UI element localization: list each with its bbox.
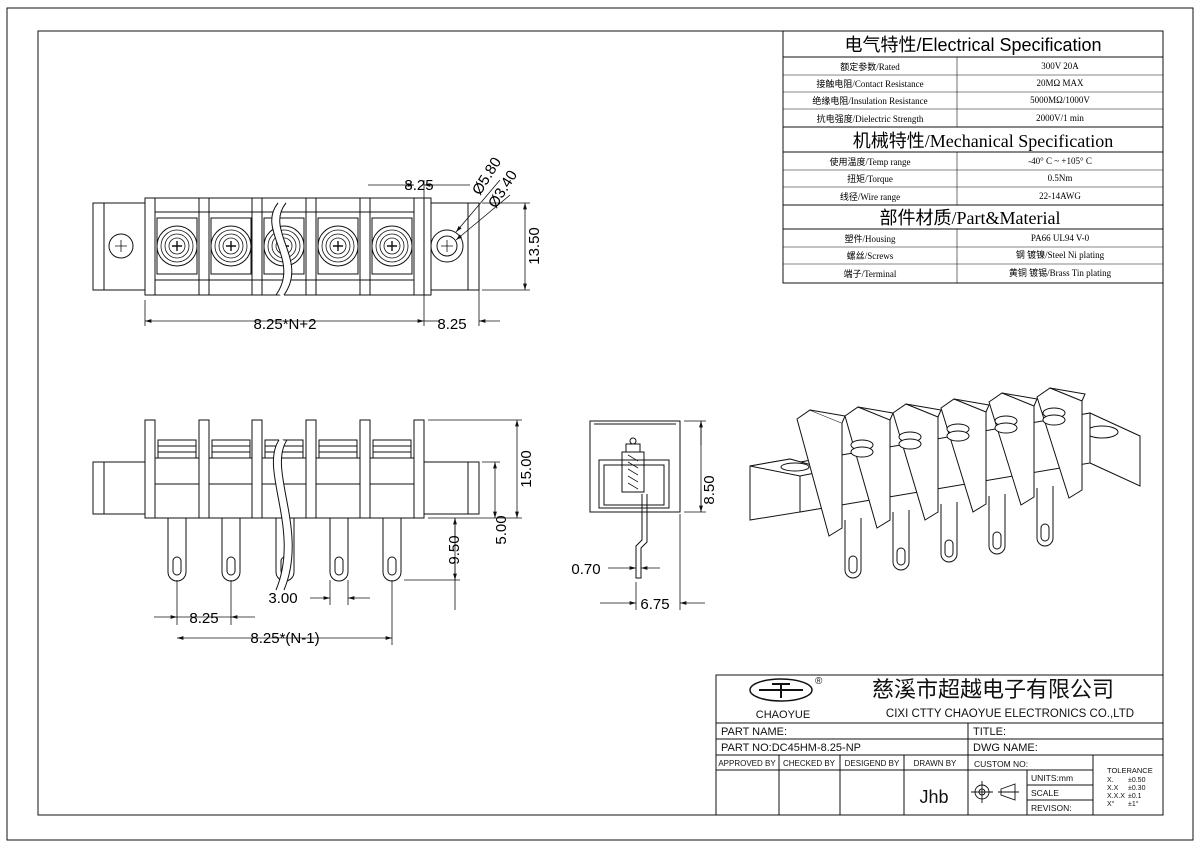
spec-value: 300V 20A xyxy=(1041,61,1079,71)
inner-border xyxy=(37,30,1164,816)
spec-label: 使用温度/Temp range xyxy=(829,156,910,167)
spec-value: 22-14AWG xyxy=(1039,191,1081,201)
units-label: UNITS:mm xyxy=(1031,773,1073,783)
dim-overall: 8.25*N+2 xyxy=(254,316,317,333)
scale-label: SCALE xyxy=(1031,788,1059,798)
approved-label: APPROVED BY xyxy=(718,759,776,768)
screw-icon xyxy=(317,225,359,267)
spec-label: 扭矩/Torque xyxy=(847,173,893,184)
dim-side-675: 6.75 xyxy=(640,596,669,613)
spec-label: 抗电强度/Dielectric Strength xyxy=(817,113,924,124)
dwg-name-label: DWG NAME: xyxy=(973,742,1038,754)
drawn-label: DRAWN BY xyxy=(914,759,957,768)
registered-mark: ® xyxy=(815,676,823,687)
outer-border xyxy=(6,7,1194,841)
checked-label: CHECKED BY xyxy=(783,759,836,768)
dim-pin-span: 8.25*(N-1) xyxy=(250,630,319,647)
custom-no-label: CUSTOM NO: xyxy=(974,759,1028,769)
front-view xyxy=(92,419,480,592)
spec-label: 塑件/Housing xyxy=(844,233,896,244)
dim-end: 8.25 xyxy=(437,316,466,333)
spec-label: 端子/Terminal xyxy=(844,268,897,279)
title-label: TITLE: xyxy=(973,726,1006,738)
spec-value: 黄铜 镀锡/Brass Tin plating xyxy=(1009,267,1112,278)
isometric-view xyxy=(749,387,1141,579)
screw-icon xyxy=(210,225,252,267)
tolerance-label: TOLERANCE xyxy=(1107,766,1153,775)
tol-value: ±1° xyxy=(1128,800,1139,808)
dim-top-pitch: 8.25 xyxy=(404,177,433,194)
revision-label: REVISON: xyxy=(1031,803,1072,813)
electrical-title: 电气特性/Electrical Specification xyxy=(844,35,1101,55)
spec-value: 钢 镀镍/Steel Ni plating xyxy=(1016,249,1105,260)
mechanical-title: 机械特性/Mechanical Specification xyxy=(853,131,1113,151)
tol-key: X.X.X xyxy=(1107,793,1125,800)
dim-pin-gap: 3.00 xyxy=(268,590,297,607)
spec-value: 20MΩ MAX xyxy=(1037,78,1084,88)
side-view xyxy=(589,420,681,579)
dim-side-070: 0.70 xyxy=(571,561,600,578)
screw-icon xyxy=(371,225,413,267)
spec-value: 5000MΩ/1000V xyxy=(1030,95,1090,105)
dim-front-950: 9.50 xyxy=(446,535,463,564)
spec-label: 接触电阻/Contact Resistance xyxy=(816,78,923,89)
dim-side-850: 8.50 xyxy=(701,475,718,504)
top-view xyxy=(92,197,480,298)
brand-name: CHAOYUE xyxy=(756,709,810,721)
title-block-text: ® CHAOYUE 慈溪市超越电子有限公司 CIXI CTTY CHAOYUE … xyxy=(718,676,1152,813)
tol-value: ±0.30 xyxy=(1128,785,1146,792)
dim-pin-pitch: 8.25 xyxy=(189,610,218,627)
projection-symbol-icon xyxy=(971,781,1019,803)
tol-value: ±0.50 xyxy=(1128,777,1146,784)
company-en: CIXI CTTY CHAOYUE ELECTRONICS CO.,LTD xyxy=(886,708,1134,720)
spec-label: 线径/Wire range xyxy=(840,191,900,202)
top-dims xyxy=(144,179,530,326)
spec-value: 0.5Nm xyxy=(1048,173,1073,183)
front-dims xyxy=(154,419,522,645)
tol-key: X° xyxy=(1107,800,1115,808)
spec-value: 2000V/1 min xyxy=(1036,113,1084,123)
title-block xyxy=(715,674,1164,816)
drawn-value: Jhb xyxy=(919,787,948,807)
material-title: 部件材质/Part&Material xyxy=(880,208,1061,228)
tol-key: X. xyxy=(1107,777,1114,784)
mount-hole-icon xyxy=(108,233,134,259)
company-logo xyxy=(749,678,813,702)
tol-key: X.X xyxy=(1107,785,1119,792)
dim-height-top: 13.50 xyxy=(526,227,543,265)
designed-label: DESIGEND BY xyxy=(845,759,900,768)
dim-front-5: 5.00 xyxy=(493,515,510,544)
spec-value: PA66 UL94 V-0 xyxy=(1031,233,1090,243)
spec-label: 螺丝/Screws xyxy=(847,250,894,261)
side-dims xyxy=(600,420,706,610)
spec-value: -40° C ~ +105° C xyxy=(1028,156,1092,166)
dim-front-15: 15.00 xyxy=(518,450,535,488)
company-cn: 慈溪市超越电子有限公司 xyxy=(872,677,1114,702)
screw-icon xyxy=(156,225,198,267)
spec-label: 额定参数/Rated xyxy=(840,61,900,72)
tol-value: ±0.1 xyxy=(1128,793,1142,800)
part-no: PART NO:DC45HM-8.25-NP xyxy=(721,742,861,754)
spec-table: 电气特性/Electrical Specification 额定参数/Rated… xyxy=(782,30,1164,284)
spec-label: 绝缘电阻/Insulation Resistance xyxy=(812,95,927,106)
part-name-label: PART NAME: xyxy=(721,726,787,738)
